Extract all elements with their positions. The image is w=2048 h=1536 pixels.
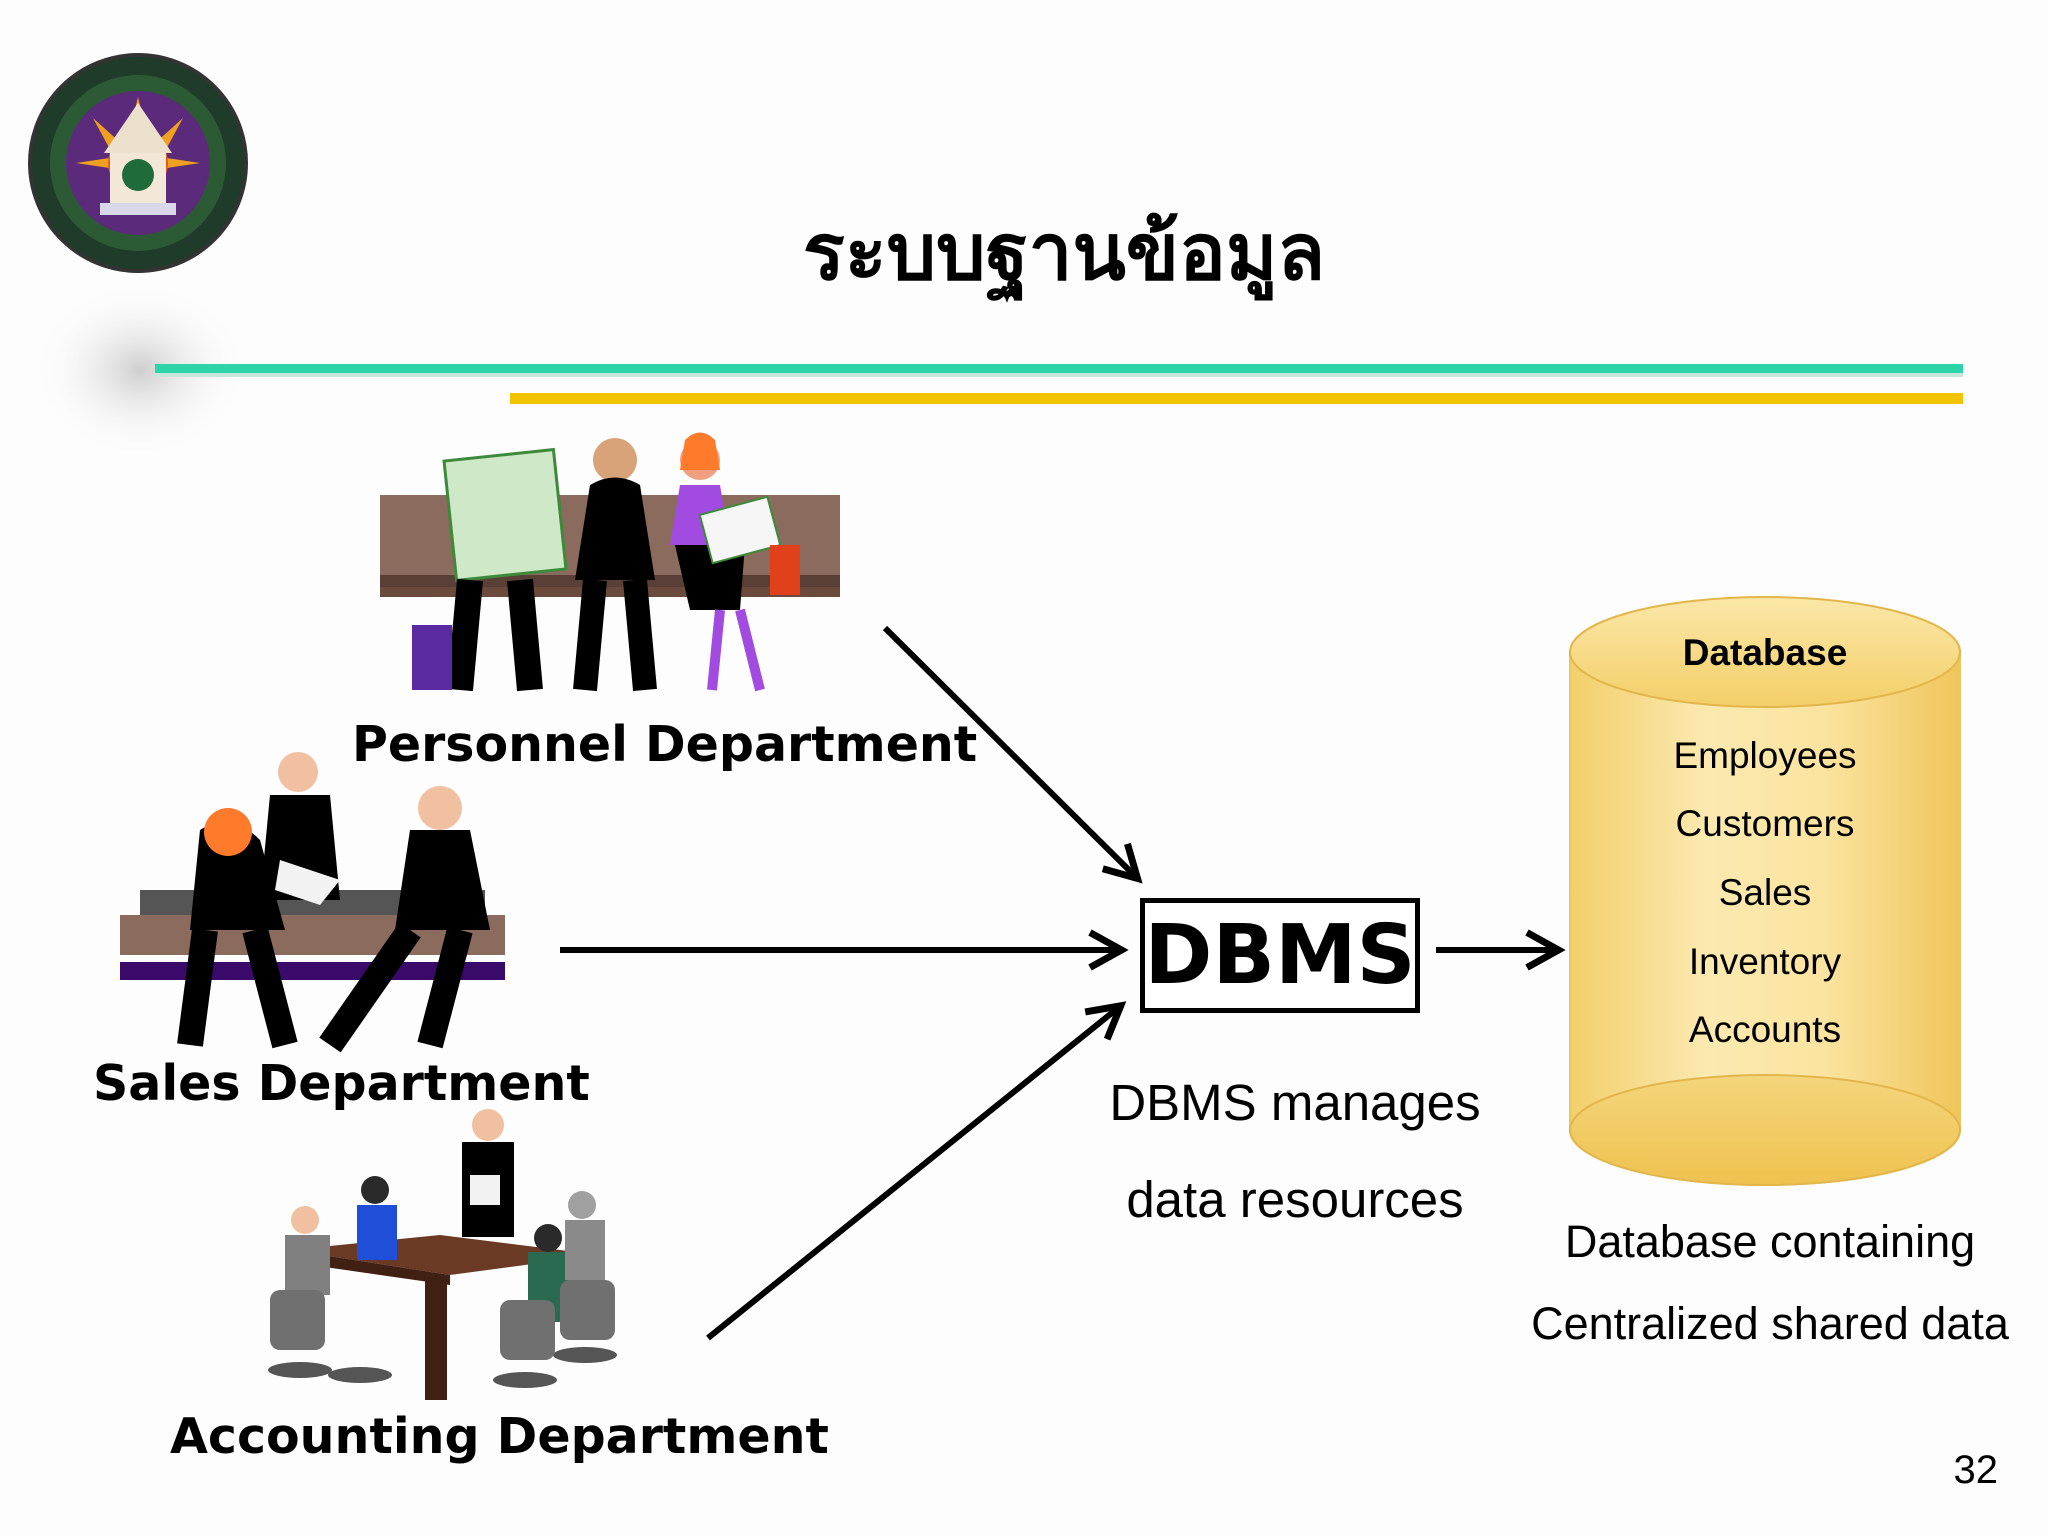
personnel-department-label: Personnel Department [352, 716, 978, 773]
slide-title: ระบบฐานข้อมูล [802, 207, 1326, 298]
dbms-caption-line2: data resources [1126, 1171, 1464, 1228]
yellow-rule [510, 393, 1963, 404]
sales-department-label: Sales Department [93, 1055, 590, 1112]
dbms-label: DBMS [1144, 908, 1416, 1003]
accounting-clipart [268, 1109, 617, 1400]
teal-rule [155, 364, 1963, 373]
university-seal-logo [28, 53, 248, 273]
database-cylinder [1569, 596, 1961, 1186]
dbms-box: DBMS [1140, 898, 1420, 1013]
sales-clipart [120, 752, 505, 1053]
database-item: Customers [1675, 803, 1855, 844]
database-item: Inventory [1688, 941, 1842, 982]
page-number: 32 [1953, 1448, 1999, 1492]
dbms-caption-line1: DBMS manages [1109, 1074, 1481, 1131]
database-caption-line2: Centralized shared data [1531, 1298, 2009, 1349]
database-item: Accounts [1688, 1009, 1842, 1050]
arrow-accounting-to-dbms [706, 1008, 1118, 1341]
teal-rule-shadow [155, 373, 1963, 377]
database-title: Database [1682, 632, 1848, 673]
database-item: Sales [1718, 872, 1812, 913]
logo-shadow [30, 280, 250, 460]
database-caption-line1: Database containing [1564, 1216, 1976, 1267]
personnel-clipart [380, 432, 840, 692]
arrow-personnel-to-dbms [882, 625, 1135, 876]
database-item: Employees [1673, 735, 1857, 776]
accounting-department-label: Accounting Department [170, 1408, 829, 1465]
